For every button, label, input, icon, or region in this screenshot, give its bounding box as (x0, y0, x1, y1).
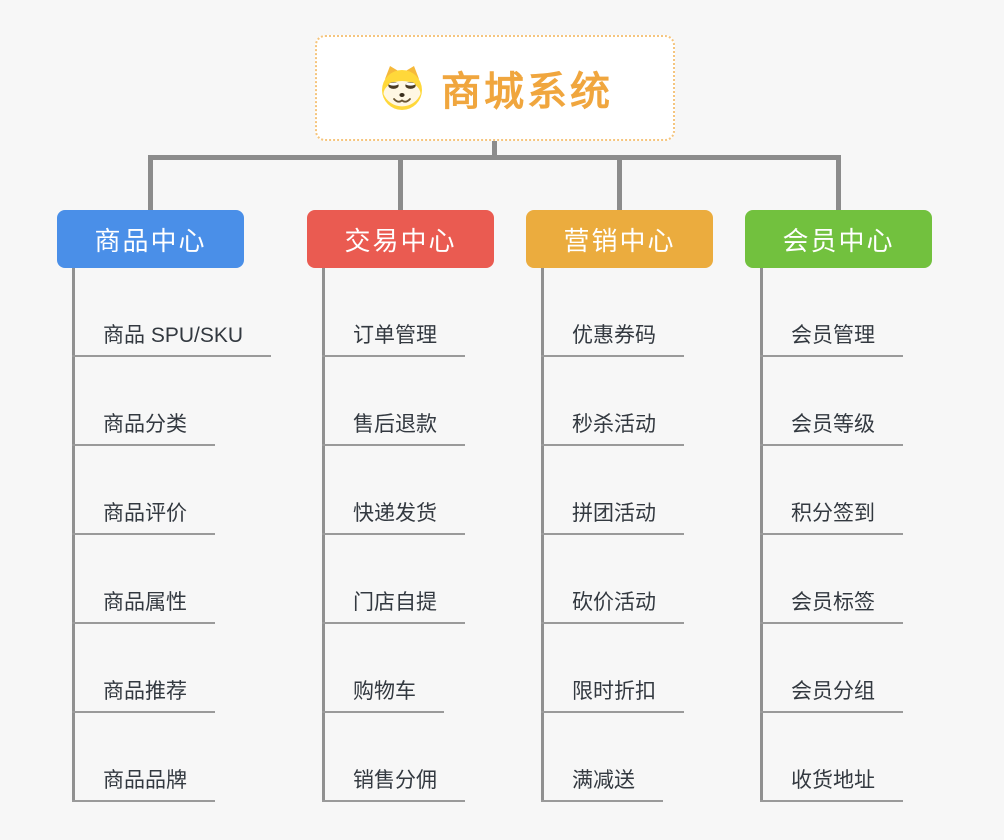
branch-node-member-center[interactable]: 会员中心 (745, 210, 932, 268)
connector-branch-drop (617, 155, 622, 210)
leaf-node[interactable]: 会员等级 (760, 404, 903, 446)
connector-branch-drop (148, 155, 153, 210)
leaf-node[interactable]: 砍价活动 (541, 582, 684, 624)
leaf-node[interactable]: 快递发货 (322, 493, 465, 535)
leaf-node[interactable]: 商品品牌 (72, 760, 215, 802)
root-title: 商城系统 (441, 70, 613, 114)
connector-branch-drop (398, 155, 403, 210)
branch-node-marketing-center[interactable]: 营销中心 (526, 210, 713, 268)
leaf-node[interactable]: 优惠券码 (541, 315, 684, 357)
connector-branch-drop (836, 155, 841, 210)
leaf-node[interactable]: 限时折扣 (541, 671, 684, 713)
connector-branch-spine (541, 268, 544, 802)
leaf-node[interactable]: 商品属性 (72, 582, 215, 624)
leaf-node[interactable]: 销售分佣 (322, 760, 465, 802)
branch-node-product-center[interactable]: 商品中心 (57, 210, 244, 268)
root-node[interactable]: 商城系统 (315, 35, 675, 141)
connector-root-drop (492, 141, 497, 157)
leaf-node[interactable]: 购物车 (322, 671, 444, 713)
connector-branch-spine (760, 268, 763, 802)
leaf-node[interactable]: 门店自提 (322, 582, 465, 624)
leaf-node[interactable]: 积分签到 (760, 493, 903, 535)
leaf-node[interactable]: 会员管理 (760, 315, 903, 357)
leaf-node[interactable]: 商品 SPU/SKU (72, 315, 272, 357)
leaf-node[interactable]: 售后退款 (322, 404, 465, 446)
leaf-node[interactable]: 商品评价 (72, 493, 215, 535)
leaf-node[interactable]: 订单管理 (322, 315, 465, 357)
leaf-node[interactable]: 收货地址 (760, 760, 903, 802)
branch-node-trade-center[interactable]: 交易中心 (307, 210, 494, 268)
leaf-node[interactable]: 会员分组 (760, 671, 903, 713)
leaf-node[interactable]: 会员标签 (760, 582, 903, 624)
leaf-node[interactable]: 商品推荐 (72, 671, 215, 713)
connector-branch-spine (322, 268, 325, 802)
leaf-node[interactable]: 秒杀活动 (541, 404, 684, 446)
connector-horizontal (148, 155, 841, 160)
leaf-node[interactable]: 拼团活动 (541, 493, 684, 535)
leaf-node[interactable]: 商品分类 (72, 404, 215, 446)
connector-branch-spine (72, 268, 75, 802)
dog-icon (382, 66, 422, 110)
leaf-node[interactable]: 满减送 (541, 760, 663, 802)
